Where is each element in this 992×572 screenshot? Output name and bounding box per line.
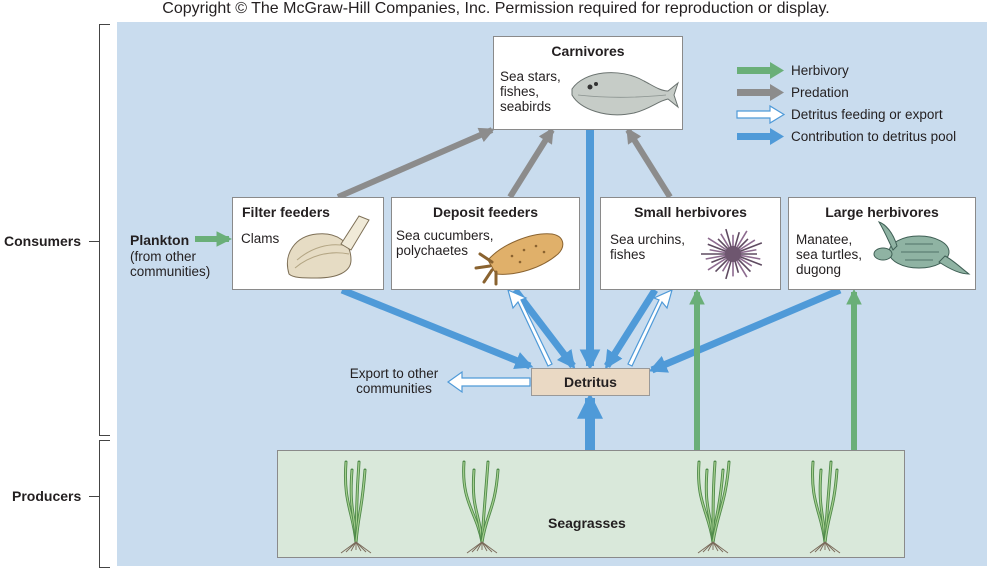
detritus-feeding-arrow-deposit (507, 288, 553, 367)
carnivores-box: Carnivores Sea stars, fishes, seabirds (493, 36, 683, 130)
detritus-arrow-small (604, 288, 658, 370)
deposit-feeders-text: Sea cucumbers, polychaetes (396, 228, 494, 258)
detritus-arrow-filter (340, 286, 534, 370)
small-herbivores-title: Small herbivores (634, 204, 747, 220)
seagrasses-box: Seagrasses (277, 450, 905, 558)
legend-predation-label: Predation (791, 85, 849, 100)
deposit-feeders-title: Deposit feeders (432, 204, 539, 220)
small-herbivores-text: Sea urchins, fishes (610, 232, 686, 262)
seagrasses-label: Seagrasses (548, 515, 626, 531)
legend-contribution-swatch (737, 128, 784, 145)
copyright-notice: Copyright © The McGraw-Hill Companies, I… (162, 0, 830, 17)
predation-arrow-small-to-carnivores (625, 127, 673, 199)
legend-detritus-feeding-label: Detritus feeding or export (791, 107, 943, 122)
detritus-feeding-arrow-small (627, 288, 673, 367)
detritus-arrow-deposit (512, 287, 576, 369)
sea-cucumber-icon (474, 233, 564, 286)
carnivores-text: Sea stars, fishes, seabirds (500, 69, 561, 114)
plankton-text: (from other communities) (130, 249, 211, 279)
predation-arrow-deposit-to-carnivores (507, 127, 555, 199)
plankton-title: Plankton (130, 232, 190, 248)
legend-herbivory-label: Herbivory (791, 63, 849, 78)
large-herbivores-text: Manatee, sea turtles, dugong (796, 232, 863, 277)
sea-turtle-icon (873, 221, 971, 275)
legend-predation-swatch (737, 84, 784, 101)
producers-tick (89, 496, 99, 497)
legend-herbivory-swatch (737, 62, 784, 79)
filter-feeders-text: Clams (241, 231, 280, 246)
detritus-box: Detritus (531, 368, 650, 396)
sea-urchin-icon (701, 228, 763, 280)
consumers-bracket (99, 24, 110, 436)
flounder-icon (571, 72, 680, 116)
export-arrow (446, 370, 531, 394)
filter-feeders-box: Filter feeders Clams (232, 197, 384, 290)
legend-detritus-feeding-swatch (736, 104, 786, 125)
detritus-arrow-large (648, 286, 842, 374)
small-herbivores-box: Small herbivores Sea urchins, fishes (600, 197, 781, 290)
large-herbivores-box: Large herbivores Manatee, sea turtles, d… (788, 197, 976, 290)
large-herbivores-title: Large herbivores (825, 204, 939, 220)
producers-bracket (99, 440, 110, 568)
deposit-feeders-box: Deposit feeders Sea cucumbers, polychaet… (391, 197, 580, 290)
consumers-label: Consumers (4, 233, 82, 249)
clam-icon (287, 215, 370, 279)
export-text: Export to other communities (349, 366, 439, 396)
producers-label: Producers (12, 488, 82, 504)
carnivores-title: Carnivores (551, 43, 625, 59)
predation-arrow-filter-to-carnivores (336, 127, 495, 200)
legend-contribution-label: Contribution to detritus pool (791, 129, 957, 144)
consumers-tick (89, 241, 99, 242)
filter-feeders-title: Filter feeders (242, 204, 330, 220)
